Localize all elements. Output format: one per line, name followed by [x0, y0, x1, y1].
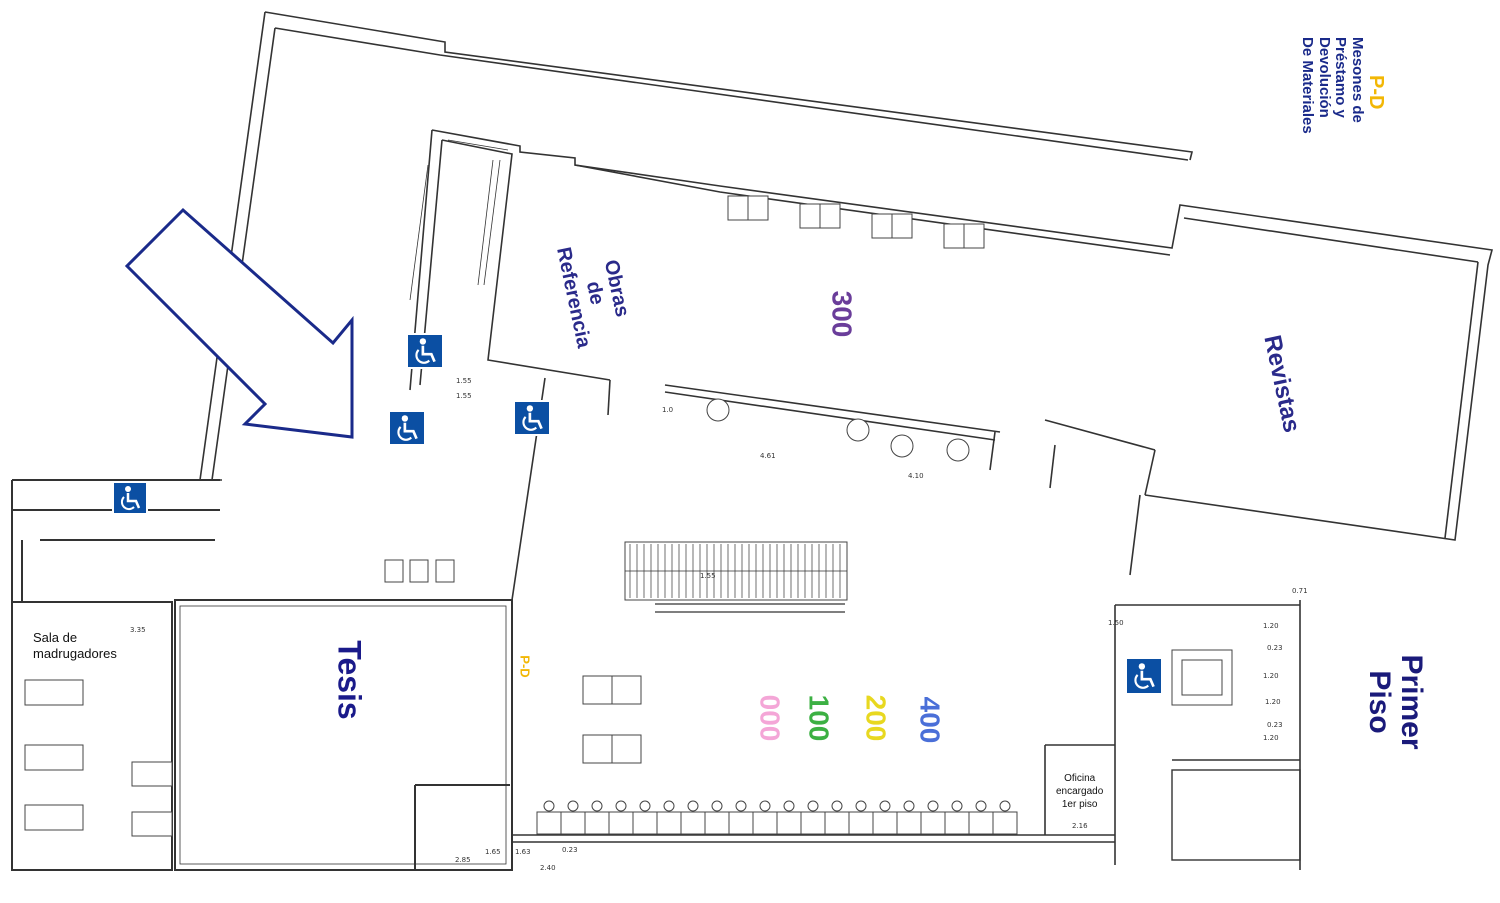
wheelchair-icon: [513, 400, 551, 436]
classification-200: 200: [860, 694, 892, 742]
legend-line-3: Devolución: [1316, 37, 1333, 118]
outer-wing-walls: [199, 11, 1193, 481]
shelving: [409, 139, 509, 301]
dimension-labels: 1.55 1.55 1.0 4.61 4.10 1.55 1.20 0.23 1.20 1.20 0…: [130, 377, 1308, 872]
dimension-label: 0.23: [562, 846, 578, 854]
dimension-label: 1.20: [1263, 672, 1279, 680]
dimension-label: 1.55: [456, 392, 472, 400]
oficina-line-2: encargado: [1056, 786, 1104, 797]
sala-madrugadores-room: [11, 479, 220, 871]
classification-000: 000: [754, 694, 786, 742]
sala-line-2: madrugadores: [33, 645, 117, 661]
dimension-label: 2.16: [1072, 822, 1088, 830]
dimension-label: 4.61: [760, 452, 776, 460]
oficina-line-1: Oficina: [1064, 773, 1096, 784]
madrugadores-tables: [24, 679, 173, 837]
area-label-tesis: Tesis: [331, 640, 368, 720]
wheelchair-icon: [1125, 657, 1163, 695]
dimension-label: 4.10: [908, 472, 924, 480]
legend-line-2: Préstamo y: [1332, 37, 1350, 118]
classification-100: 100: [803, 694, 835, 742]
upper-tables: [727, 195, 985, 249]
dimension-label: 1.0: [662, 406, 673, 414]
area-label-sala-madrugadores: Sala de madrugadores: [33, 630, 117, 661]
dimension-label: 1.55: [700, 572, 716, 580]
tesis-room: [174, 599, 513, 871]
legend-text: P-D Mesones de Préstamo y Devolución De …: [1299, 37, 1388, 227]
dimension-label: 1.20: [1263, 734, 1279, 742]
legend-line-4: De Materiales: [1299, 37, 1317, 134]
dimension-label: 1.20: [1265, 698, 1281, 706]
study-carrels: [536, 800, 1018, 835]
staircase-icon: [624, 541, 848, 613]
wheelchair-icon: [406, 333, 444, 369]
floor-title-line-1: Primer: [1395, 654, 1428, 750]
wheelchair-icon: [388, 410, 426, 446]
elevator-icon: [1171, 649, 1301, 861]
area-label-obras-referencia: Obras de Referencia: [540, 230, 650, 350]
classification-400: 400: [914, 696, 946, 744]
legend-code: P-D: [1365, 75, 1387, 110]
legend: P-D Mesones de Préstamo y Devolución De …: [1258, 37, 1418, 208]
dimension-label: 2.40: [540, 864, 556, 872]
lobby-seats: [384, 559, 455, 583]
dimension-label: 1.55: [456, 377, 472, 385]
legend-line-1: Mesones de: [1349, 37, 1366, 123]
area-label-oficina: Oficina encargado 1er piso: [1056, 772, 1103, 811]
classification-300: 300: [826, 290, 858, 338]
floor-title: Primer Piso: [1340, 640, 1450, 750]
dimension-label: 2.85: [455, 856, 471, 864]
dimension-label: 1.50: [1108, 619, 1124, 627]
hall-tables: [582, 675, 642, 764]
dimension-label: 3.35: [130, 626, 146, 634]
lower-hall-walls: [511, 411, 1301, 870]
wheelchair-icon: [112, 481, 148, 515]
oficina-line-3: 1er piso: [1061, 799, 1098, 810]
dimension-label: 1.63: [515, 848, 531, 856]
plant-icon: [706, 398, 970, 462]
dimension-label: 0.23: [1267, 644, 1283, 652]
dimension-label: 1.20: [1263, 622, 1279, 630]
reading-room-walls: [409, 129, 1494, 541]
pd-marker: P-D: [517, 655, 533, 678]
dimension-label: 0.23: [1267, 721, 1283, 729]
dimension-label: 1.65: [485, 848, 501, 856]
sala-line-1: Sala de: [33, 630, 78, 645]
dimension-label: 0.71: [1292, 587, 1308, 595]
floor-title-line-2: Piso: [1363, 670, 1396, 734]
entrance-arrow-icon: [124, 207, 354, 439]
